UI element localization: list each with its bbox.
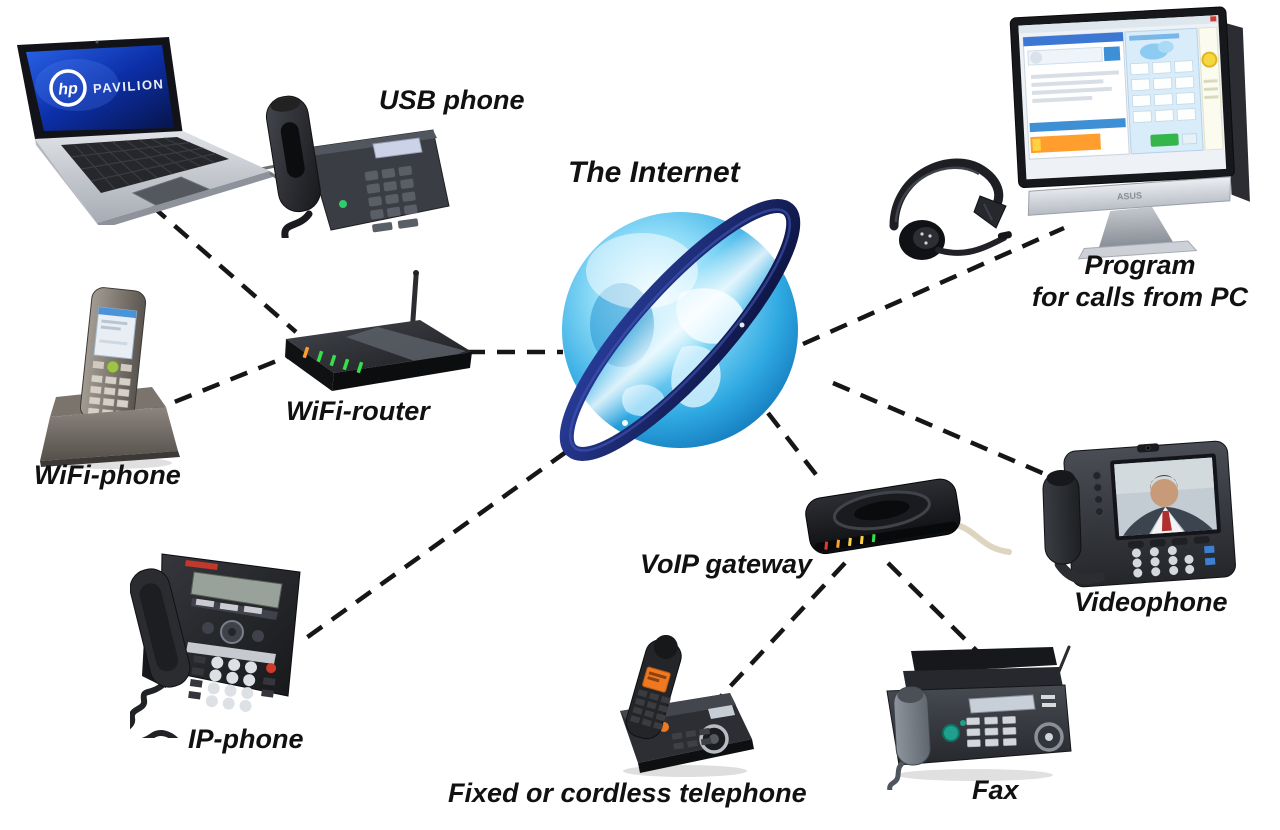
fax-device [855, 645, 1075, 790]
voip-gateway-label: VoIP gateway [640, 549, 813, 579]
videophone-label: Videophone [1074, 587, 1228, 617]
internet-globe [530, 175, 830, 475]
monitor-brand-text: ASUS [1117, 190, 1143, 201]
pc-program-label-line2: for calls from PC [1031, 282, 1249, 312]
voip-gateway-device [765, 472, 1015, 567]
internet-label: The Internet [568, 156, 740, 189]
wifi-router-label: WiFi-router [286, 396, 430, 426]
videophone-device [1030, 438, 1240, 603]
usb-phone-device [245, 88, 450, 238]
pc-program-device: ASUS [1000, 0, 1258, 262]
fax-label: Fax [972, 775, 1019, 805]
fixed-cordless-label: Fixed or cordless telephone [448, 778, 807, 808]
headset-device [880, 148, 1025, 273]
wifi-phone-label: WiFi-phone [34, 460, 181, 490]
connection-wifi-phone-wifi-router [146, 353, 290, 416]
connection-internet-pc-program [802, 225, 1065, 347]
connection-internet-ip-phone [300, 450, 568, 643]
connection-voip-gateway-fax [886, 561, 994, 668]
pc-program-label-line1: Program [1084, 250, 1196, 280]
ip-phone-label: IP-phone [188, 724, 304, 754]
laptop-device: hp PAVILION [5, 25, 300, 225]
connection-voip-gateway-fixed-or-cordless-telephone [710, 561, 847, 708]
wifi-router-device [270, 265, 480, 405]
svg-text:hp: hp [58, 80, 79, 98]
router-leds [302, 346, 364, 374]
connection-internet-videophone [832, 380, 1092, 497]
connection-laptop-wifi-router [150, 204, 298, 334]
router-antenna [410, 270, 419, 325]
wifi-phone-device [30, 285, 195, 470]
ip-phone-device [130, 538, 320, 738]
connection-internet-voip-gateway [766, 411, 823, 483]
hp-logo: hp [49, 69, 87, 107]
laptop-brand-text: PAVILION [93, 76, 165, 96]
usb-phone-label: USB phone [379, 85, 525, 115]
fixed-cordless-phone-device [580, 635, 765, 785]
gateway-leds [824, 534, 876, 550]
pc-program-label: Program for calls from PC [1024, 249, 1256, 313]
